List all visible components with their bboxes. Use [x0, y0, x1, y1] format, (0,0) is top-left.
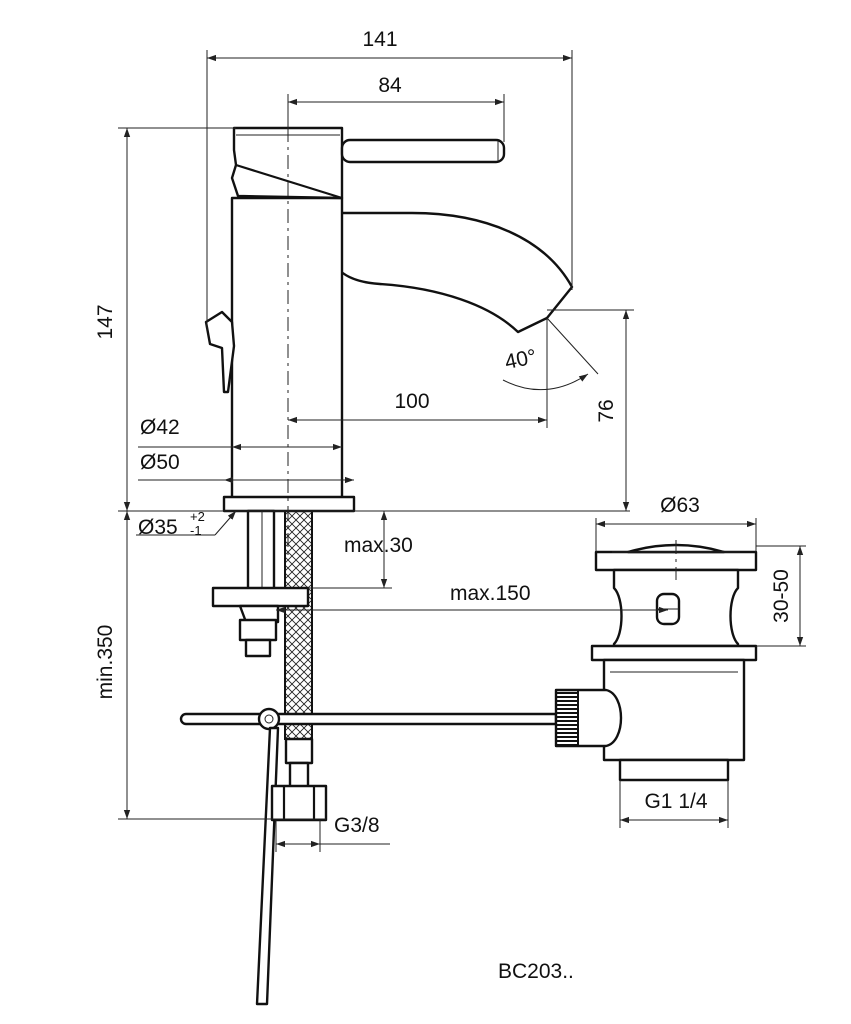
label-hose-thread: G3/8 — [334, 814, 380, 837]
spout — [326, 211, 574, 334]
under-deck-assembly — [179, 509, 558, 1006]
waste-connector-thread — [555, 689, 579, 747]
label-deck-thickness: max.30 — [344, 534, 413, 557]
tap-body — [230, 196, 344, 502]
hose-nut — [270, 784, 328, 822]
dimension-labels: 141 84 147 40° 100 76 Ø42 Ø50 Ø35 +2 -1 … — [94, 28, 793, 983]
waste-body — [602, 658, 746, 762]
label-hole-diameter: Ø35 — [138, 516, 178, 539]
model-code: BC203.. — [498, 960, 574, 983]
label-body-diameter: Ø42 — [140, 416, 180, 439]
popup-knob — [204, 310, 236, 394]
pull-rod — [255, 726, 280, 1006]
label-waste-diameter: Ø63 — [660, 494, 700, 517]
rod-clamp — [257, 707, 281, 731]
label-overall-height: 147 — [94, 304, 117, 339]
label-overall-width: 141 — [362, 28, 397, 51]
dimension-lines — [118, 50, 806, 852]
label-spout-projection: 100 — [394, 390, 429, 413]
fixing-plate — [211, 586, 310, 608]
label-waste-thread: G1 1/4 — [644, 790, 707, 813]
pop-up-waste — [554, 543, 758, 782]
label-base-diameter: Ø50 — [140, 451, 180, 474]
lever-head — [230, 126, 344, 200]
braided-hose — [284, 510, 313, 740]
base-rosette — [222, 495, 356, 513]
popup-rod — [179, 712, 558, 726]
label-waste-plug-range: 30-50 — [770, 569, 793, 623]
mixer-tap — [204, 126, 574, 513]
label-rod-offset: max.150 — [450, 582, 531, 605]
label-hole-tol-plus: +2 — [190, 509, 205, 524]
label-spout-angle: 40° — [503, 345, 539, 374]
label-hose-length: min.350 — [94, 625, 117, 700]
label-lever-reach: 84 — [378, 74, 402, 97]
label-hole-tol-minus: -1 — [190, 523, 202, 538]
label-spout-height: 76 — [595, 399, 618, 422]
lever-handle — [340, 138, 506, 164]
